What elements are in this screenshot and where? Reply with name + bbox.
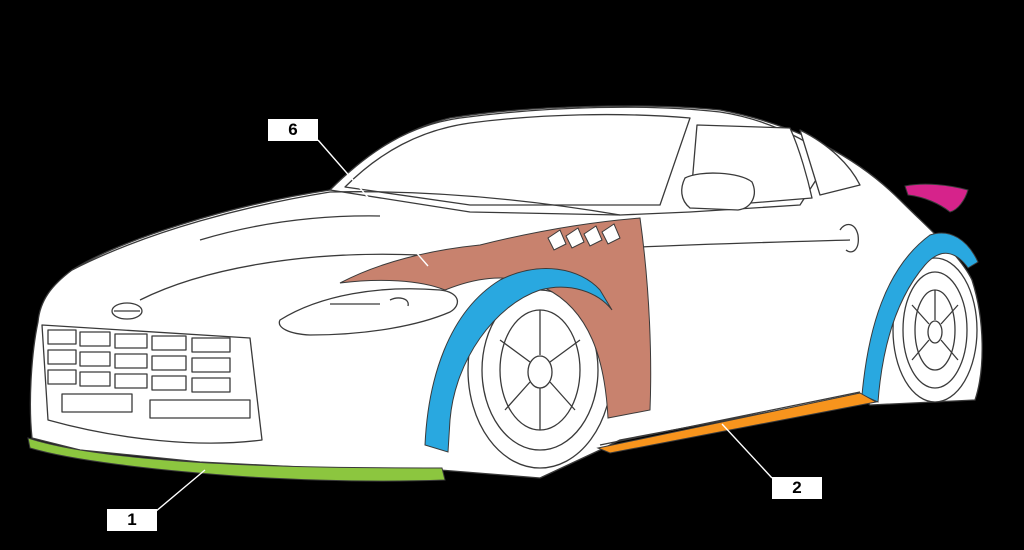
fender-vents: [547, 223, 621, 251]
grille: [41, 324, 263, 444]
front-fender-flare-part: [424, 268, 613, 453]
side-mirror: [681, 172, 755, 211]
leader-line-1: [154, 469, 206, 513]
callout-front-lip: 1: [107, 509, 157, 531]
rear-wheel: [892, 257, 978, 403]
logo-emblem: [111, 302, 143, 320]
front-fender-part: [339, 217, 652, 419]
rear-quarter-window: [799, 129, 861, 196]
headlight: [278, 288, 459, 336]
callout-front-fender: 6: [268, 119, 318, 141]
hood: [71, 191, 621, 271]
windshield: [344, 113, 691, 206]
leader-line-6: [317, 139, 429, 267]
rear-spoiler-part: [904, 183, 969, 213]
side-skirt-part: [596, 392, 878, 454]
front-lip-part: [27, 437, 446, 482]
callout-side-skirts: 2: [772, 477, 822, 499]
leader-line-2: [721, 423, 773, 479]
rear-fender-flare-part: [861, 232, 979, 403]
